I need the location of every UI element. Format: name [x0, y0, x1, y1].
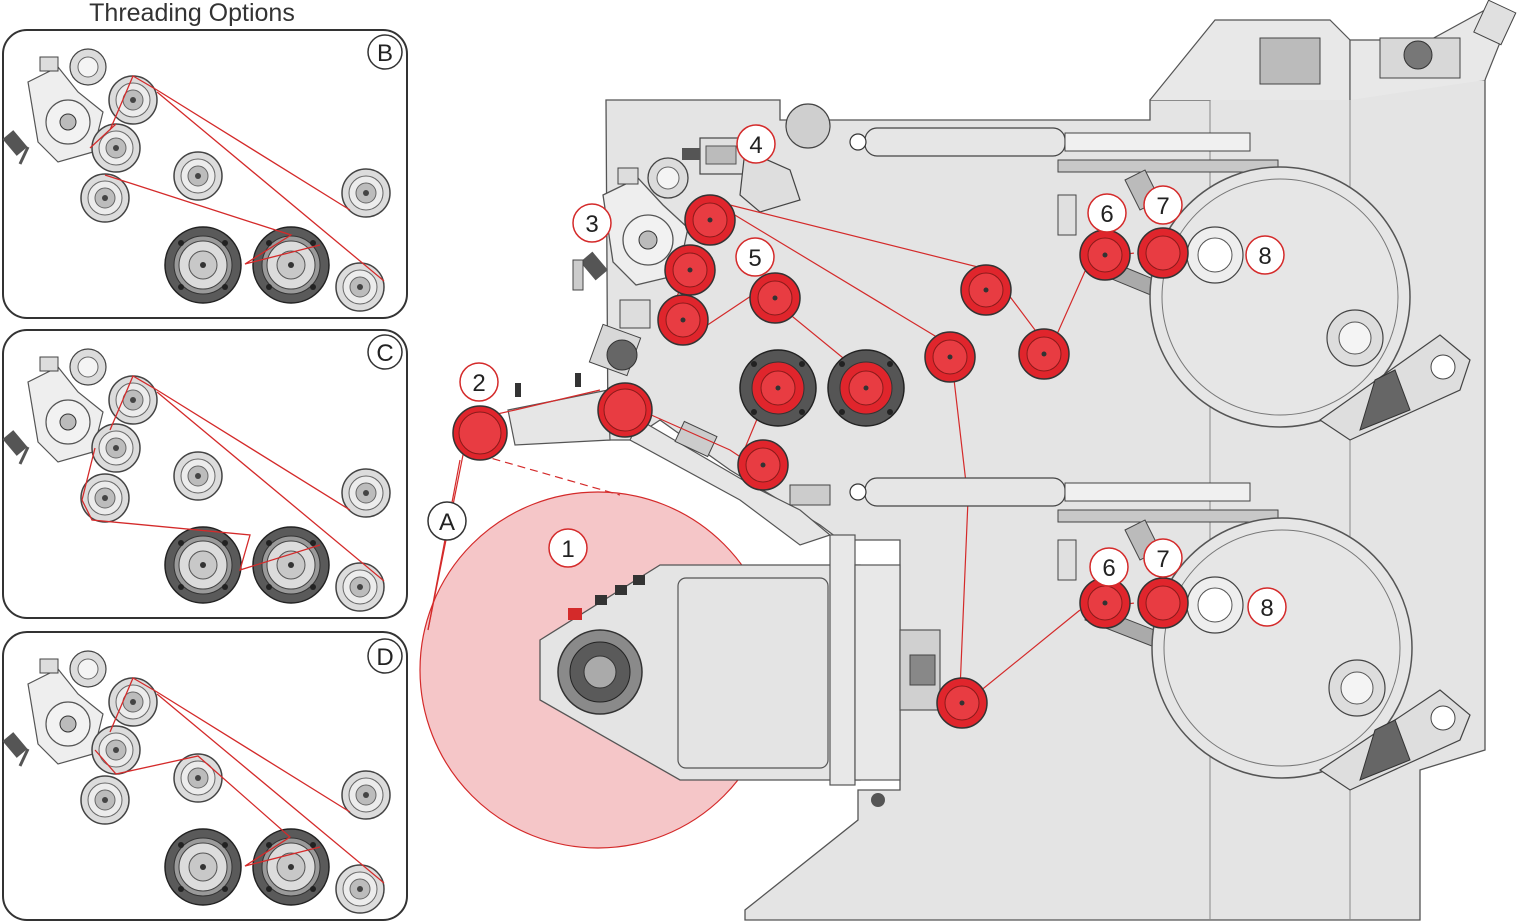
callouts: A 1 2 3 4 5 6 7	[427, 124, 1287, 627]
option-panel-b[interactable]: B	[1, 29, 408, 319]
option-d-web-path	[94, 677, 385, 884]
rewind-station-upper	[849, 127, 1471, 441]
callout-7-upper: 7	[1143, 185, 1183, 225]
threading-head	[572, 157, 689, 291]
svg-text:8: 8	[1260, 595, 1273, 622]
svg-text:8: 8	[1258, 243, 1271, 270]
svg-text:7: 7	[1156, 193, 1169, 220]
option-label-c: C	[376, 340, 393, 367]
svg-text:2: 2	[472, 370, 485, 397]
option-label-d: D	[376, 644, 393, 671]
callout-8-lower: 8	[1247, 587, 1287, 627]
svg-text:1: 1	[561, 536, 574, 563]
main-rollers	[452, 194, 1070, 729]
option-label-b: B	[377, 40, 393, 67]
option-c-web-path	[81, 375, 385, 582]
callout-1: 1	[548, 528, 588, 568]
callout-2: 2	[459, 362, 499, 402]
web-path	[427, 199, 1161, 706]
svg-text:6: 6	[1100, 201, 1113, 228]
callout-4: 4	[736, 124, 776, 164]
svg-text:7: 7	[1156, 546, 1169, 573]
option-panel-d[interactable]: D	[1, 631, 408, 921]
svg-text:5: 5	[748, 245, 761, 272]
callout-6-lower: 6	[1089, 547, 1129, 587]
svg-text:A: A	[439, 509, 455, 536]
svg-text:6: 6	[1102, 555, 1115, 582]
option-b-web-path	[89, 75, 385, 282]
callout-a: A	[427, 501, 467, 541]
callout-3: 3	[572, 203, 612, 243]
callout-6-upper: 6	[1087, 193, 1127, 233]
callout-7-lower: 7	[1143, 538, 1183, 578]
threading-option-panels: B C	[1, 29, 408, 921]
callout-8-upper: 8	[1245, 235, 1285, 275]
callout-5: 5	[735, 237, 775, 277]
svg-text:3: 3	[585, 211, 598, 238]
threading-options-title: Threading Options	[89, 0, 295, 27]
rewind-station-lower	[849, 477, 1471, 791]
svg-text:4: 4	[749, 132, 762, 159]
option-panel-c[interactable]: C	[1, 329, 408, 619]
unwind-stand	[539, 534, 941, 807]
press-unit	[682, 137, 801, 213]
